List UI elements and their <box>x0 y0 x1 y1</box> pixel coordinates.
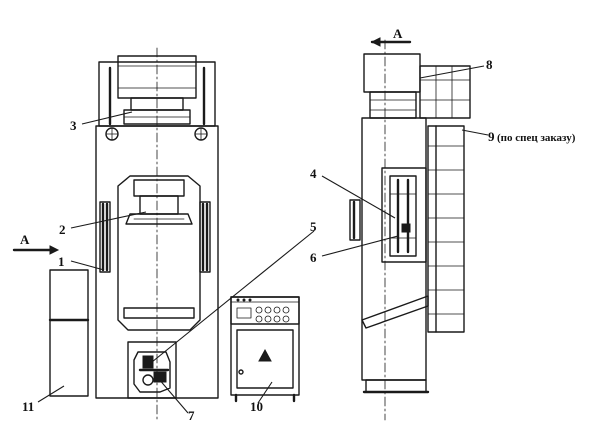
view-mark-top: А <box>393 26 403 41</box>
press-front-view <box>95 47 219 421</box>
view-mark-left: А <box>20 232 30 247</box>
callout-1: 1 <box>58 254 65 269</box>
side-mechanism <box>381 167 427 263</box>
frame-window <box>117 175 201 331</box>
warning-triangle <box>258 348 272 362</box>
callout-labels: 1 2 3 4 5 6 7 8 9 (по спец заказу) 10 11… <box>20 26 576 423</box>
cabinet-door <box>236 329 294 389</box>
callout-10: 10 <box>250 399 263 414</box>
leader-lines <box>37 65 489 414</box>
callout-4: 4 <box>310 166 317 181</box>
cabinet-display <box>236 307 252 319</box>
side-panel <box>48 269 90 397</box>
press-side-view <box>349 37 471 421</box>
callout-9: 9 <box>488 129 495 144</box>
guide-right <box>199 201 211 273</box>
side-table <box>361 295 429 329</box>
hydraulic-block <box>127 341 177 399</box>
callout-5: 5 <box>310 219 317 234</box>
callout-3: 3 <box>70 118 77 133</box>
callout-6: 6 <box>310 250 317 265</box>
slide <box>133 179 185 197</box>
ladder <box>427 125 465 333</box>
callout-8: 8 <box>486 57 493 72</box>
panel-body <box>49 269 89 397</box>
side-crown <box>363 53 421 93</box>
view-arrow-left <box>12 245 60 255</box>
callout-7: 7 <box>188 408 195 423</box>
callout-9-note: (по спец заказу) <box>497 132 576 144</box>
control-cabinet <box>230 296 300 403</box>
guide-left <box>99 201 111 273</box>
callout-2: 2 <box>59 222 66 237</box>
callout-11: 11 <box>22 399 34 414</box>
